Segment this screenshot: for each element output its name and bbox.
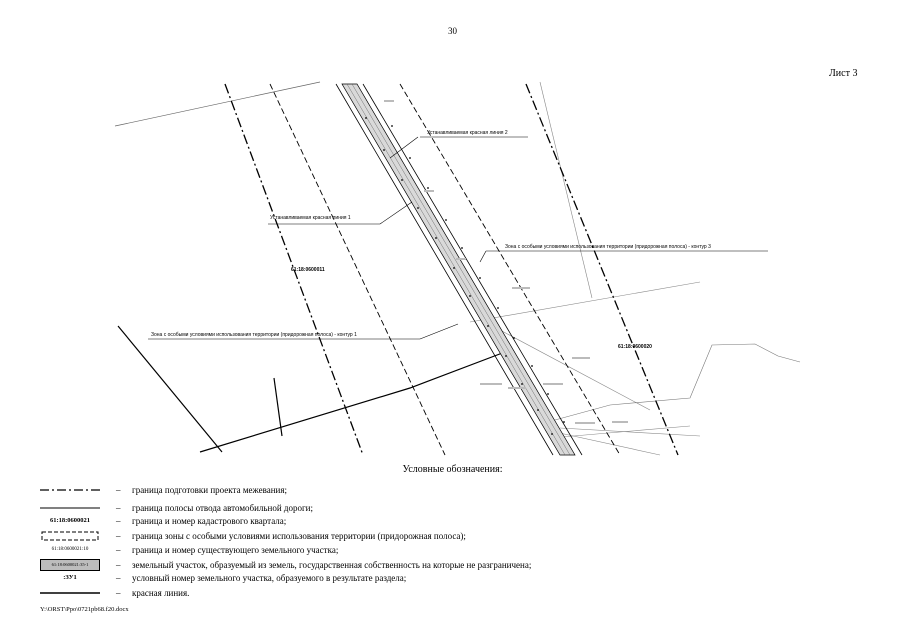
legend-item-red-line: – красная линия.: [40, 587, 880, 599]
leader-line: [479, 250, 487, 263]
legend-text: условный номер земельного участка, образ…: [132, 573, 407, 583]
minor-labels: [384, 100, 628, 424]
red-line-2-label: Устанавливаемая красная линия 2: [427, 130, 508, 136]
dashed-box-symbol: [41, 531, 99, 541]
road-corridor: [341, 83, 576, 456]
parcel-boundary: [554, 343, 801, 421]
legend-item-road-strip: – граница полосы отвода автомобильной до…: [40, 502, 880, 514]
legend-text: красная линия.: [132, 588, 190, 598]
grey-box-symbol: 61:18:0600021:35-1: [40, 559, 100, 571]
zone-boundary-line: [269, 83, 446, 456]
road-axis-line: [346, 83, 566, 456]
parcel-symbol: 61:18:0600021:10: [51, 547, 89, 552]
zone-boundary-line: [399, 83, 621, 456]
sheet-label: Лист 3: [829, 68, 858, 79]
legend-title: Условные обозначения:: [402, 464, 503, 475]
page-number: 30: [448, 26, 457, 36]
red-line-1-label: Устанавливаемая красная линия 1: [270, 215, 351, 221]
red-line-symbol: [40, 592, 100, 594]
parcel-boundary: [539, 81, 593, 299]
legend-text: земельный участок, образуемый из земель,…: [132, 560, 532, 570]
legend-item-parcel: 61:18:0600021:10 – граница и номер сущес…: [40, 544, 880, 556]
legend-item-new-parcel: 61:18:0600021:35-1 – земельный участок, …: [40, 559, 880, 571]
zone-contour-1-label: Зона с особыми условиями использования т…: [151, 332, 357, 338]
vertex-points: [365, 117, 565, 435]
leader-line: [379, 201, 413, 225]
road-boundary-line: [362, 83, 583, 456]
road-boundary-line: [335, 83, 554, 456]
legend-item-project-boundary: – граница подготовки проекта межевания;: [40, 484, 880, 496]
cadastral-map: Устанавливаемая красная линия 2 Устанавл…: [114, 81, 801, 456]
dash-dot-line-symbol: [40, 489, 100, 491]
legend-text: граница полосы отвода автомобильной доро…: [132, 503, 313, 513]
quarter-number-left: 61:18:0600011: [291, 267, 325, 273]
zone-contour-3-label: Зона с особыми условиями использования т…: [505, 244, 711, 250]
legend-item-conditional-number: :ЗУ1 – условный номер земельного участка…: [40, 572, 880, 584]
road-axis-line: [351, 83, 571, 456]
quarter-number-right: 61:18:0600020: [618, 344, 652, 350]
quarter-symbol: 61:18:0600021: [49, 517, 91, 524]
parcel-boundary: [469, 281, 701, 323]
leader-line: [419, 323, 459, 340]
legend-text: граница и номер существующего земельного…: [132, 545, 339, 555]
legend-text: граница зоны с особыми условиями использ…: [132, 531, 466, 541]
file-path-footer: Y:\ORST\Ppo\0721pb68.f20.docx: [40, 606, 129, 613]
parcel-boundary: [114, 81, 321, 127]
parcel-boundary: [117, 325, 223, 453]
conditional-number-symbol: :ЗУ1: [63, 574, 77, 581]
parcel-boundary: [559, 427, 701, 437]
parcel-boundary: [273, 377, 283, 437]
legend-item-zone: – граница зоны с особыми условиями испол…: [40, 530, 880, 542]
legend-item-quarter: 61:18:0600021 – граница и номер кадастро…: [40, 515, 880, 527]
leader-line: [389, 136, 419, 159]
legend-text: граница и номер кадастрового квартала;: [132, 516, 287, 526]
legend-text: граница подготовки проекта межевания;: [132, 485, 288, 495]
parcel-boundary: [549, 425, 691, 439]
solid-line-symbol: [40, 507, 100, 509]
parcel-boundary: [199, 351, 506, 453]
project-boundary-line: [224, 83, 364, 456]
parcel-boundary: [499, 329, 651, 411]
project-boundary-line: [525, 83, 679, 456]
